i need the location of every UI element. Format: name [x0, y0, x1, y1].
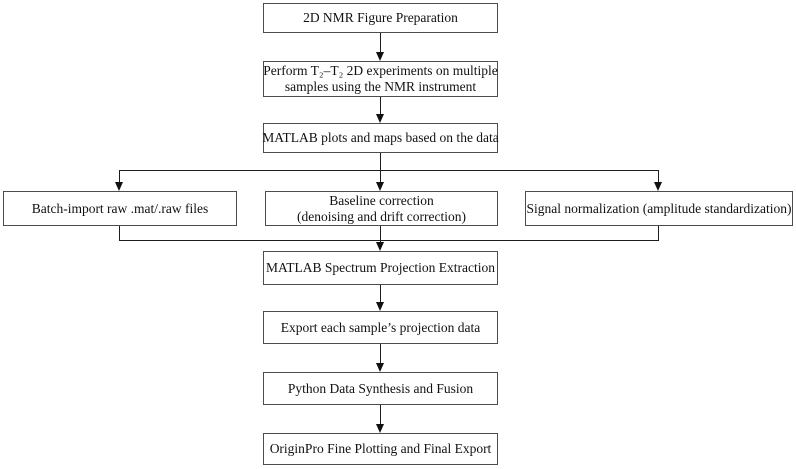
node-perform-t2-t2-experiments: Perform T₂–T₂ 2D experiments on multiple… — [263, 61, 498, 97]
connector-branch-middle — [380, 170, 381, 182]
node-label: Batch-import raw .mat/.raw files — [31, 200, 209, 216]
arrowhead-down-icon — [115, 182, 123, 191]
node-label: Export each sample’s projection data — [280, 319, 481, 335]
node-python-synthesis-fusion: Python Data Synthesis and Fusion — [263, 372, 498, 405]
node-2d-nmr-figure-preparation: 2D NMR Figure Preparation — [263, 3, 498, 33]
arrowhead-down-icon — [376, 424, 384, 433]
arrowhead-down-icon — [376, 52, 384, 61]
arrowhead-down-icon — [376, 182, 384, 191]
node-signal-normalization: Signal normalization (amplitude standard… — [525, 191, 793, 226]
node-export-projection-data: Export each sample’s projection data — [263, 311, 498, 344]
node-baseline-correction: Baseline correction (denoising and drift… — [265, 191, 498, 226]
connector-merge-to-extraction — [380, 240, 381, 243]
node-label: Python Data Synthesis and Fusion — [287, 380, 474, 396]
connector-merge-middle — [380, 226, 381, 241]
connector-python-to-originpro — [380, 405, 381, 425]
node-label: MATLAB plots and maps based on the data — [262, 130, 499, 145]
node-label-line1: Perform T₂–T₂ 2D experiments on multiple — [263, 63, 498, 78]
node-matlab-plots-and-maps: MATLAB plots and maps based on the data — [262, 123, 499, 153]
connector-export-to-python — [380, 344, 381, 364]
arrowhead-down-icon — [376, 363, 384, 372]
node-label-line2: samples using the NMR instrument — [284, 79, 477, 94]
node-batch-import-raw-files: Batch-import raw .mat/.raw files — [3, 191, 237, 226]
connector-merge-right — [658, 226, 659, 241]
arrowhead-down-icon — [376, 302, 384, 311]
node-label-line2: (denoising and drift correction) — [296, 208, 467, 224]
connector-plots-to-branch — [380, 153, 381, 170]
merge-line — [119, 240, 659, 241]
connector-prep-to-experiments — [380, 33, 381, 53]
connector-merge-left — [119, 226, 120, 241]
node-label: 2D NMR Figure Preparation — [303, 10, 458, 25]
node-label: OriginPro Fine Plotting and Final Export — [269, 441, 492, 456]
connector-branch-left — [119, 170, 120, 182]
node-spectrum-projection-extraction: MATLAB Spectrum Projection Extraction — [263, 251, 498, 285]
node-label: Signal normalization (amplitude standard… — [526, 200, 792, 216]
arrowhead-down-icon — [376, 114, 384, 123]
node-label: MATLAB Spectrum Projection Extraction — [265, 260, 496, 275]
arrowhead-down-icon — [654, 182, 662, 191]
node-label-line1: Baseline correction — [329, 192, 434, 208]
arrowhead-down-icon — [376, 242, 384, 251]
connector-experiments-to-plots — [380, 97, 381, 114]
connector-branch-right — [658, 170, 659, 182]
connector-extraction-to-export — [380, 285, 381, 303]
node-originpro-plotting: OriginPro Fine Plotting and Final Export — [263, 433, 498, 465]
branch-line — [119, 170, 659, 171]
